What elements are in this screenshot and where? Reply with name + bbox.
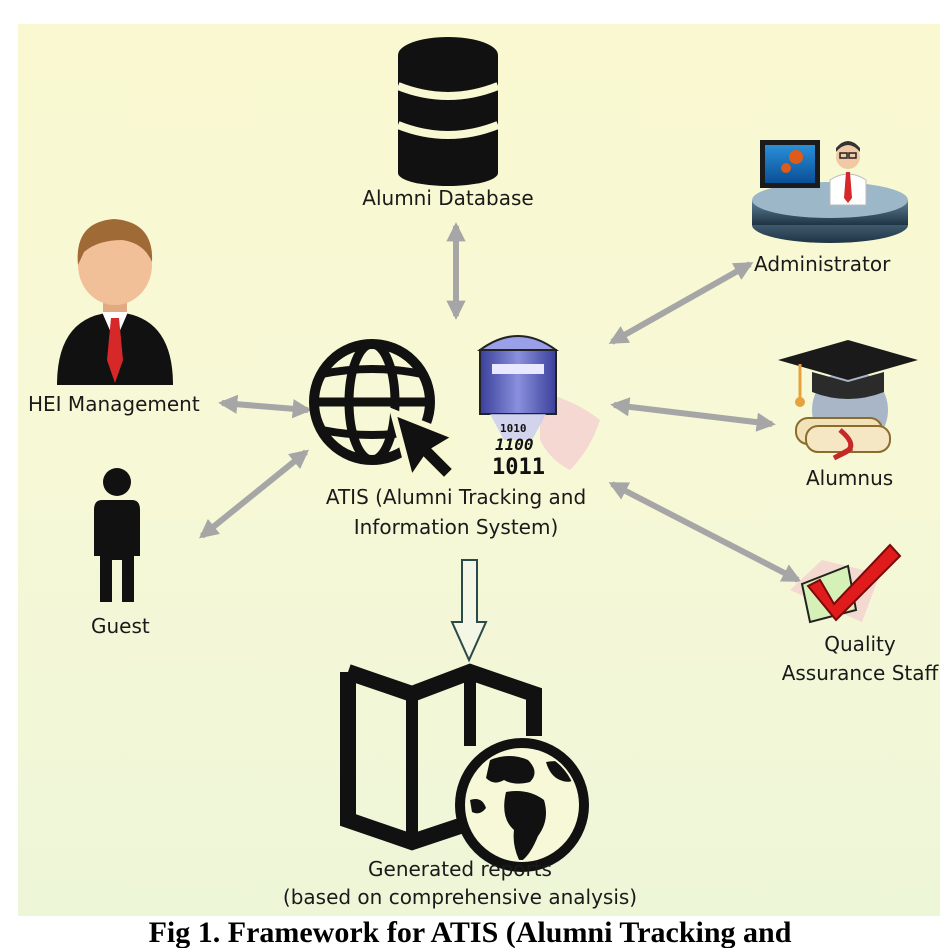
arrow-administrator-atis	[608, 261, 754, 345]
guest-icon	[94, 468, 140, 602]
arrow-qa-atis	[608, 481, 802, 583]
reports-label-line2: (based on comprehensive analysis)	[282, 885, 638, 909]
connection-arrows	[199, 222, 802, 583]
atis-label-line2: Information System)	[353, 515, 559, 539]
qa-label-line1: Quality	[824, 632, 896, 656]
figure-caption: Fig 1. Framework for ATIS (Alumni Tracki…	[0, 916, 940, 948]
binary-text: 1100	[495, 435, 534, 454]
map-globe-icon	[340, 663, 589, 872]
down-arrow-icon	[450, 559, 488, 663]
binary-text: 1011	[492, 455, 545, 480]
server-binary-icon: 1010 1100 1011	[476, 335, 600, 480]
arrow-hei-atis	[218, 394, 312, 419]
arrow-guest-atis	[199, 449, 309, 539]
hei-management-icon	[57, 219, 173, 385]
arrow-alumnus-atis	[610, 397, 776, 432]
administrator-icon	[752, 140, 908, 243]
reports-label-line1: Generated reports	[368, 857, 552, 881]
administrator-label: Administrator	[754, 252, 891, 276]
guest-label: Guest	[91, 614, 150, 638]
graduation-cap-icon	[778, 340, 918, 461]
atis-label-line1: ATIS (Alumni Tracking and	[325, 485, 587, 509]
checkmark-icon	[790, 543, 902, 624]
hei-management-label: HEI Management	[28, 392, 200, 416]
alumnus-label: Alumnus	[806, 466, 894, 490]
globe-cursor-icon	[309, 339, 463, 488]
qa-label-line2: Assurance Staff	[781, 661, 939, 685]
database-icon	[396, 37, 500, 186]
alumni-database-label: Alumni Database	[362, 186, 534, 210]
binary-text: 1010	[500, 422, 527, 435]
